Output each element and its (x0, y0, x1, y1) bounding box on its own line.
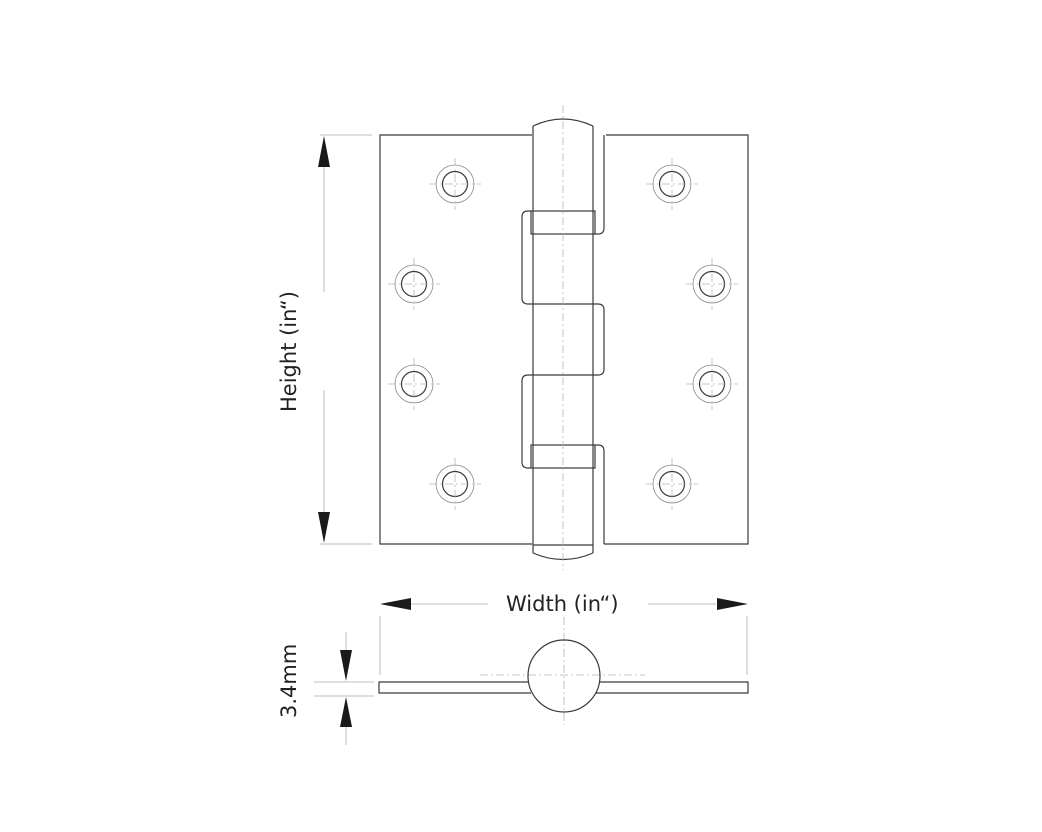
width-label: Width (in“) (506, 592, 619, 616)
left-leaf (379, 134, 532, 545)
arrow-left-icon (380, 598, 411, 610)
height-dimension: Height (in“) (277, 134, 372, 545)
screw-hole (686, 358, 738, 410)
right-leaf-section (596, 681, 749, 694)
arrow-down-icon (318, 512, 330, 543)
arrow-up-icon (340, 697, 352, 727)
plan-view (378, 617, 749, 725)
height-label: Height (in“) (277, 291, 301, 412)
knuckle-section (527, 639, 601, 713)
thickness-label: 3.4mm (277, 644, 301, 718)
arrow-right-icon (717, 598, 748, 610)
screw-hole (686, 258, 738, 310)
screw-hole (388, 258, 440, 310)
screw-hole (388, 358, 440, 410)
right-leaf (604, 134, 749, 545)
thickness-dimension: 3.4mm (277, 632, 374, 745)
arrow-down-icon (340, 650, 352, 681)
knuckle-barrel (521, 105, 605, 570)
left-leaf-section (378, 681, 531, 694)
width-dimension: Width (in“) (379, 592, 748, 675)
screw-hole (646, 458, 698, 510)
arrow-up-icon (318, 136, 330, 167)
screw-hole (646, 158, 698, 210)
screw-hole (429, 158, 481, 210)
screw-hole (429, 458, 481, 510)
front-view (379, 105, 749, 570)
